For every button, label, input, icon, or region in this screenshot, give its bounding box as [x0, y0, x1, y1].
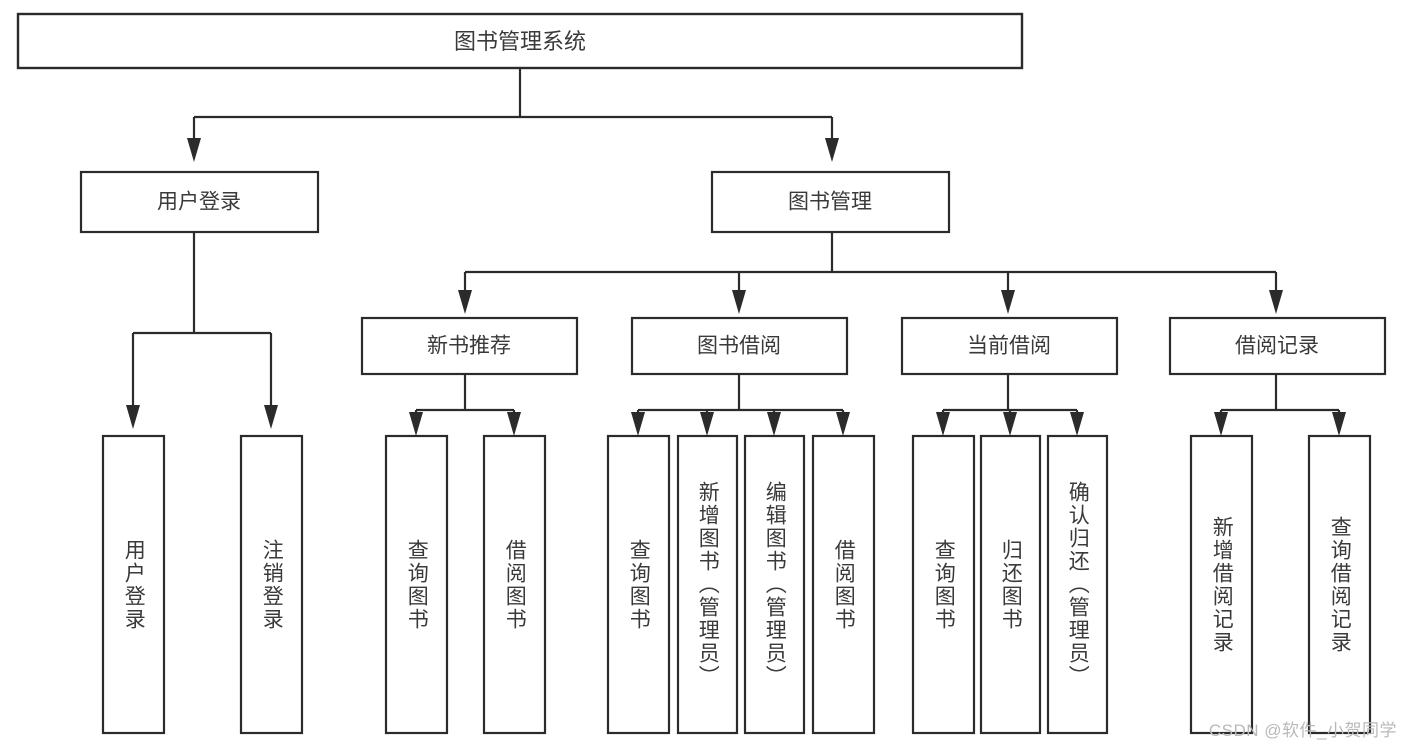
node-label-root: 图书管理系统 [454, 29, 586, 54]
arrow-head-leaf-query-book-2 [631, 412, 645, 436]
node-box-new-book-recommend[interactable] [360, 316, 579, 376]
connector-group-new-book-recommend [409, 374, 521, 436]
connector-group-root [187, 68, 839, 162]
node-box-leaf-confirm-return[interactable] [1046, 434, 1109, 735]
connector-group-user-login [126, 232, 278, 429]
arrow-head-leaf-user-logout [264, 405, 278, 429]
connector-group-borrow-record [1214, 374, 1346, 436]
node-box-leaf-query-book-2[interactable] [606, 434, 671, 735]
node-box-user-login[interactable] [79, 170, 320, 234]
arrow-head-borrow-record [1269, 290, 1283, 314]
node-label-current-borrow: 当前借阅 [967, 335, 1051, 358]
node-box-root[interactable] [16, 12, 1024, 70]
node-label-user-login: 用户登录 [157, 191, 241, 214]
node-borrow-record[interactable]: 借阅记录 [1168, 316, 1387, 376]
node-label-new-book-recommend: 新书推荐 [427, 335, 511, 358]
node-label-book-borrow: 图书借阅 [697, 335, 781, 358]
arrow-head-leaf-query-record [1332, 412, 1346, 436]
arrow-head-leaf-borrow-book-2 [836, 412, 850, 436]
arrow-head-leaf-confirm-return [1070, 412, 1084, 436]
node-box-leaf-add-book[interactable] [676, 434, 739, 735]
leaf-boxes [101, 434, 1372, 735]
node-box-current-borrow[interactable] [900, 316, 1119, 376]
arrow-head-leaf-return-book [1003, 412, 1017, 436]
node-box-leaf-edit-book[interactable] [743, 434, 806, 735]
connector-group-book-manage [458, 232, 1283, 314]
node-box-leaf-borrow-book-1[interactable] [482, 434, 547, 735]
node-book-manage[interactable]: 图书管理 [710, 170, 951, 234]
node-box-leaf-borrow-book-2[interactable] [811, 434, 876, 735]
node-root[interactable]: 图书管理系统 [16, 12, 1024, 70]
connector-group-current-borrow [936, 374, 1084, 436]
arrow-head-leaf-add-book [700, 412, 714, 436]
node-box-leaf-query-record[interactable] [1307, 434, 1372, 735]
node-box-leaf-return-book[interactable] [979, 434, 1042, 735]
node-box-borrow-record[interactable] [1168, 316, 1387, 376]
node-label-book-manage: 图书管理 [788, 191, 872, 214]
arrow-head-current-borrow [1001, 290, 1015, 314]
node-box-leaf-user-logout[interactable] [239, 434, 304, 735]
node-box-book-borrow[interactable] [630, 316, 849, 376]
arrow-head-leaf-add-record [1214, 412, 1228, 436]
node-new-book-recommend[interactable]: 新书推荐 [360, 316, 579, 376]
node-box-leaf-add-record[interactable] [1189, 434, 1254, 735]
arrow-head-book-manage [825, 138, 839, 162]
node-box-book-manage[interactable] [710, 170, 951, 234]
node-book-borrow[interactable]: 图书借阅 [630, 316, 849, 376]
arrow-head-new-book-recommend [458, 290, 472, 314]
connector-group-book-borrow [631, 374, 850, 436]
node-label-borrow-record: 借阅记录 [1235, 335, 1319, 358]
node-current-borrow[interactable]: 当前借阅 [900, 316, 1119, 376]
arrow-head-user-login [187, 138, 201, 162]
node-box-leaf-user-login[interactable] [101, 434, 166, 735]
arrow-head-leaf-query-book-1 [409, 412, 423, 436]
arrow-head-leaf-user-login [126, 405, 140, 429]
node-box-leaf-query-book-3[interactable] [911, 434, 976, 735]
node-box-leaf-query-book-1[interactable] [384, 434, 449, 735]
arrow-head-leaf-edit-book [767, 412, 781, 436]
arrow-head-book-borrow [732, 290, 746, 314]
node-user-login[interactable]: 用户登录 [79, 170, 320, 234]
arrow-head-leaf-borrow-book-1 [507, 412, 521, 436]
arrow-head-leaf-query-book-3 [936, 412, 950, 436]
csdn-watermark: CSDN @软件_小贺同学 [1208, 721, 1397, 740]
